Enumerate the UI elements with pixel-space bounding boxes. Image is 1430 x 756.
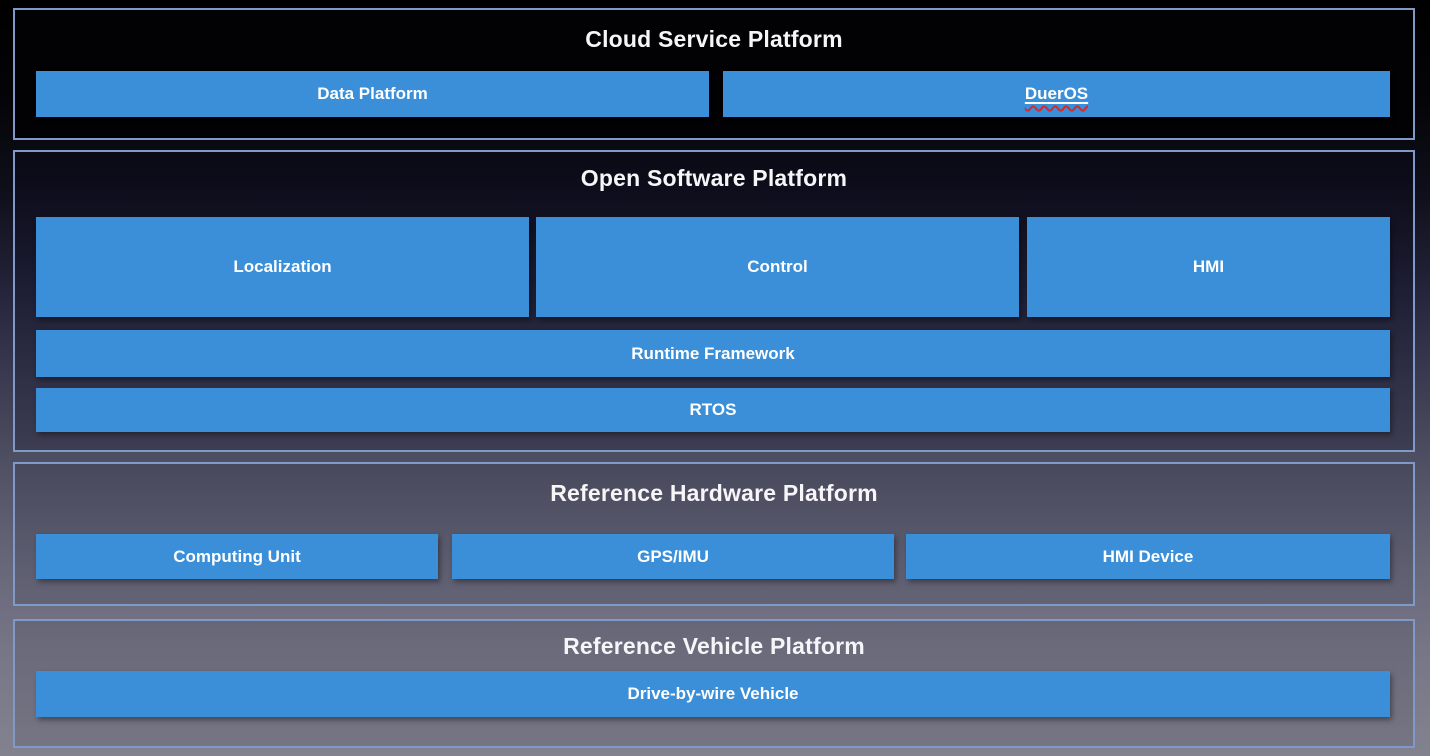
dueros-label: DuerOS (1024, 84, 1089, 103)
block-rtos: RTOS (36, 388, 1390, 432)
section-reference-hardware-platform: Reference Hardware Platform Computing Un… (13, 462, 1415, 606)
block-control: Control (536, 217, 1019, 317)
section-title-hardware: Reference Hardware Platform (550, 480, 878, 506)
section-title-software: Open Software Platform (580, 165, 848, 191)
block-hmi-device: HMI Device (906, 534, 1390, 579)
block-gps-imu: GPS/IMU (452, 534, 894, 579)
block-dueros: DuerOS (723, 71, 1390, 117)
block-hmi: HMI (1027, 217, 1390, 317)
block-drive-by-wire-vehicle: Drive-by-wire Vehicle (36, 671, 1390, 717)
block-runtime-framework: Runtime Framework (36, 330, 1390, 377)
section-cloud-service-platform: Cloud Service Platform Data Platform Due… (13, 8, 1415, 140)
block-data-platform: Data Platform (36, 71, 709, 117)
block-computing-unit: Computing Unit (36, 534, 438, 579)
dueros-spellcheck-underline: DuerOS (1025, 84, 1088, 104)
section-open-software-platform: Open Software Platform Localization Cont… (13, 150, 1415, 452)
section-title-cloud: Cloud Service Platform (585, 26, 843, 52)
section-reference-vehicle-platform: Reference Vehicle Platform Drive-by-wire… (13, 619, 1415, 748)
section-title-vehicle: Reference Vehicle Platform (563, 633, 865, 659)
block-localization: Localization (36, 217, 529, 317)
